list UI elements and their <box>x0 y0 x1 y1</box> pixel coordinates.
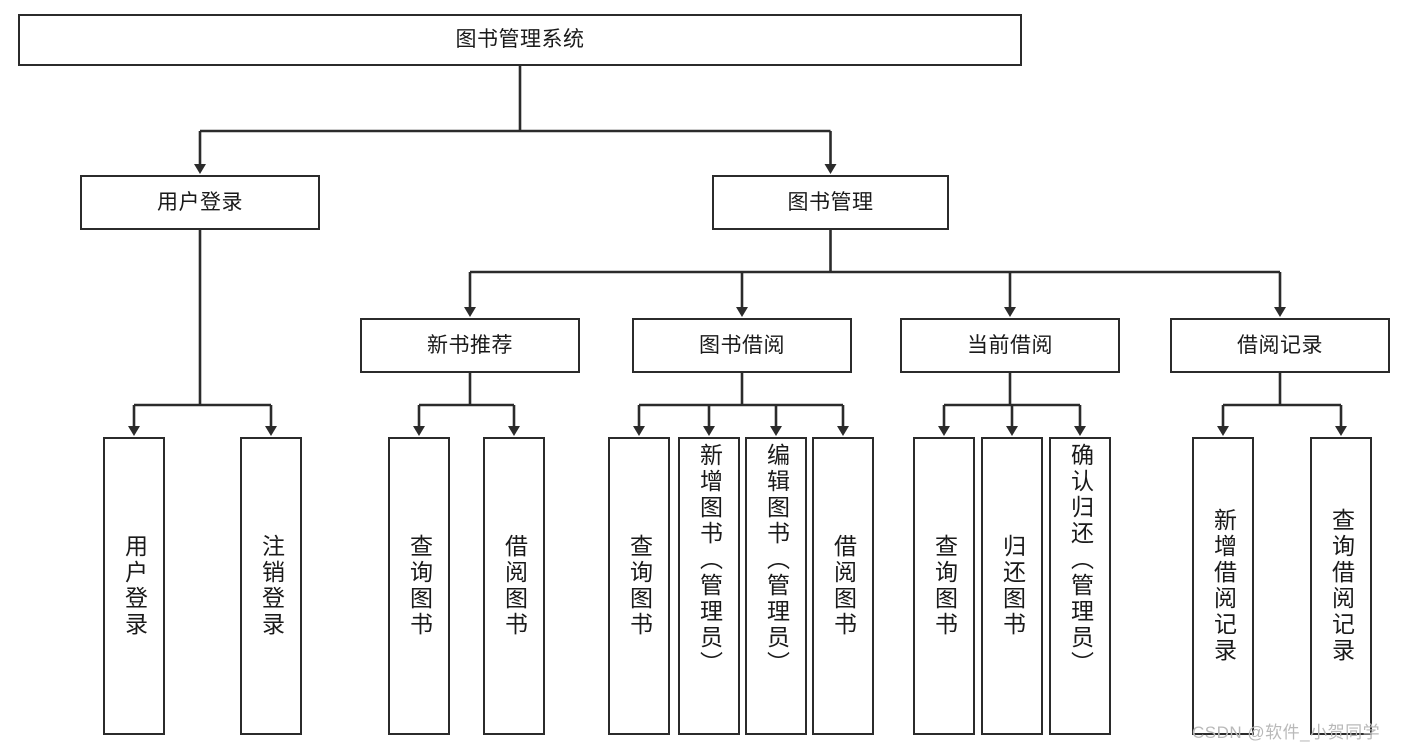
node-label: 图书管理系统 <box>455 28 585 52</box>
node-label: 新书推荐 <box>427 333 513 357</box>
node-label: 借阅图书 <box>830 534 857 638</box>
node-leaf-add-borrow-record[interactable]: 新增借阅记录 <box>1192 437 1254 735</box>
node-label: 新增借阅记录 <box>1210 508 1237 664</box>
node-leaf-add-book-admin[interactable]: 新增图书（管理员） <box>678 437 740 735</box>
node-new-book-recommend[interactable]: 新书推荐 <box>360 318 580 373</box>
node-label: 归还图书 <box>999 534 1026 638</box>
node-label: 编辑图书（管理员） <box>763 443 790 677</box>
node-label: 查询借阅记录 <box>1328 508 1355 664</box>
node-user-login[interactable]: 用户登录 <box>80 175 320 230</box>
node-label: 用户登录 <box>157 190 243 214</box>
node-borrow-record[interactable]: 借阅记录 <box>1170 318 1390 373</box>
node-label: 借阅记录 <box>1237 333 1323 357</box>
node-leaf-logout[interactable]: 注销登录 <box>240 437 302 735</box>
node-label: 查询图书 <box>406 534 433 638</box>
node-book-manage[interactable]: 图书管理 <box>712 175 949 230</box>
node-leaf-query-book-3[interactable]: 查询图书 <box>913 437 975 735</box>
watermark-text: CSDN @软件_小贺同学 <box>1192 723 1381 742</box>
node-label: 查询图书 <box>931 534 958 638</box>
node-leaf-borrow-book-1[interactable]: 借阅图书 <box>483 437 545 735</box>
node-leaf-query-book-1[interactable]: 查询图书 <box>388 437 450 735</box>
node-label: 确认归还（管理员） <box>1067 443 1094 677</box>
node-leaf-borrow-book-2[interactable]: 借阅图书 <box>812 437 874 735</box>
node-label: 借阅图书 <box>501 534 528 638</box>
node-leaf-confirm-return-admin[interactable]: 确认归还（管理员） <box>1049 437 1111 735</box>
node-label: 当前借阅 <box>967 333 1053 357</box>
node-leaf-return-book[interactable]: 归还图书 <box>981 437 1043 735</box>
node-current-borrow[interactable]: 当前借阅 <box>900 318 1120 373</box>
node-label: 注销登录 <box>258 534 285 638</box>
node-leaf-user-login[interactable]: 用户登录 <box>103 437 165 735</box>
node-leaf-edit-book-admin[interactable]: 编辑图书（管理员） <box>745 437 807 735</box>
node-label: 图书管理 <box>787 190 874 214</box>
node-label: 新增图书（管理员） <box>696 443 723 677</box>
node-label: 查询图书 <box>626 534 653 638</box>
node-root[interactable]: 图书管理系统 <box>18 14 1022 66</box>
node-leaf-query-borrow-record[interactable]: 查询借阅记录 <box>1310 437 1372 735</box>
node-label: 用户登录 <box>121 534 148 638</box>
node-label: 图书借阅 <box>699 333 785 357</box>
node-book-borrow[interactable]: 图书借阅 <box>632 318 852 373</box>
node-leaf-query-book-2[interactable]: 查询图书 <box>608 437 670 735</box>
